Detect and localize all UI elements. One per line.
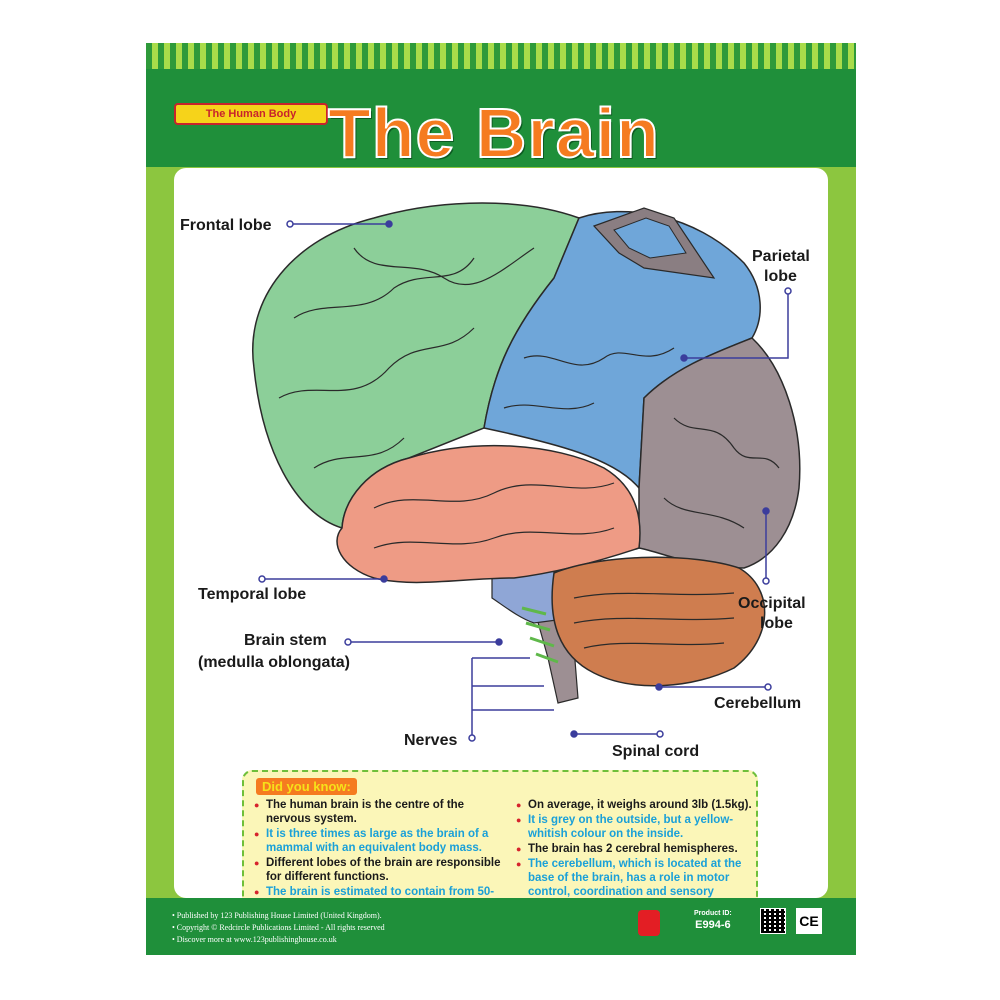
qr-code-icon bbox=[760, 908, 786, 934]
cerebellum-region bbox=[551, 556, 766, 687]
did-you-know-box: Did you know: The human brain is the cen… bbox=[242, 770, 758, 922]
parietal-fold-inner bbox=[613, 217, 687, 259]
occipital-lobe-region bbox=[638, 337, 801, 569]
label-nerves: Nerves bbox=[404, 732, 457, 749]
publisher-line: • Published by 123 Publishing House Limi… bbox=[172, 911, 382, 920]
footer-band: • Published by 123 Publishing House Limi… bbox=[146, 898, 856, 955]
copyright-line: • Copyright © Redcircle Publications Lim… bbox=[172, 923, 385, 932]
page-title: The Brain bbox=[327, 93, 660, 173]
header-band: The Human Body The Brain bbox=[146, 69, 856, 173]
product-info: Product ID: E994-6 bbox=[694, 910, 732, 932]
brain-diagram: Frontal lobe Parietal lobe Temporal lobe… bbox=[180, 202, 810, 760]
label-cerebellum: Cerebellum bbox=[714, 695, 801, 712]
facts-left-column: The human brain is the centre of the ner… bbox=[254, 798, 504, 914]
label-brain-stem: Brain stem bbox=[244, 632, 327, 649]
fact-item: The brain has 2 cerebral hemispheres. bbox=[516, 842, 756, 856]
product-id-label: Product ID: bbox=[694, 910, 732, 917]
pointer-lines bbox=[258, 220, 792, 742]
fact-item: It is grey on the outside, but a yellow-… bbox=[516, 813, 756, 841]
poster: The Human Body The Brain bbox=[146, 43, 856, 955]
label-medulla-oblongata: (medulla oblongata) bbox=[198, 654, 350, 671]
website-line: • Discover more at www.123publishinghous… bbox=[172, 935, 337, 944]
temporal-lobe-region bbox=[336, 444, 641, 584]
top-stripes bbox=[146, 43, 856, 69]
series-tab: The Human Body bbox=[174, 103, 328, 125]
nerve-fibres bbox=[521, 606, 559, 664]
label-parietal-lobe-1: Parietal bbox=[752, 248, 810, 265]
fact-item: The human brain is the centre of the ner… bbox=[254, 798, 504, 826]
label-spinal-cord: Spinal cord bbox=[612, 743, 699, 760]
label-occipital-lobe-2: lobe bbox=[760, 615, 793, 632]
label-frontal-lobe: Frontal lobe bbox=[180, 217, 272, 234]
publisher-info: • Published by 123 Publishing House Limi… bbox=[172, 910, 385, 946]
product-id: E994-6 bbox=[695, 919, 731, 931]
facts-right-column: On average, it weighs around 3lb (1.5kg)… bbox=[516, 798, 756, 914]
sulci-lines bbox=[278, 247, 780, 649]
label-temporal-lobe: Temporal lobe bbox=[198, 586, 306, 603]
fact-item: On average, it weighs around 3lb (1.5kg)… bbox=[516, 798, 756, 812]
fact-item: Different lobes of the brain are respons… bbox=[254, 856, 504, 884]
label-occipital-lobe-1: Occipital bbox=[738, 595, 806, 612]
publisher-logo bbox=[638, 910, 660, 936]
fact-item: It is three times as large as the brain … bbox=[254, 827, 504, 855]
ce-mark-icon: CE bbox=[796, 908, 822, 934]
did-you-know-title: Did you know: bbox=[256, 778, 357, 795]
label-parietal-lobe-2: lobe bbox=[764, 268, 797, 285]
